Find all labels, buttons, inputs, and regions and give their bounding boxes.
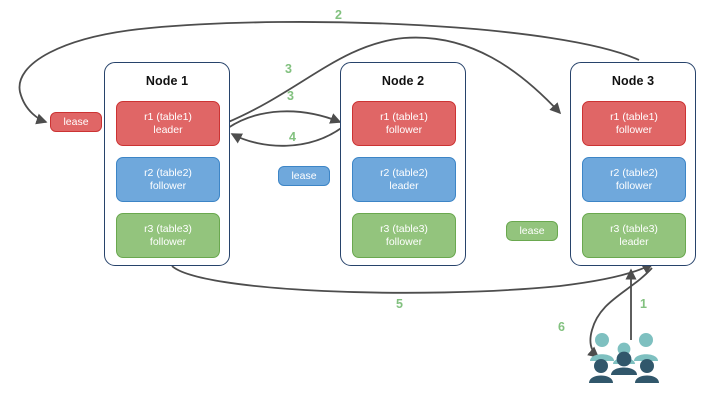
replica-node1-r2[interactable]: r2 (table2) follower <box>116 157 220 202</box>
replica-role: follower <box>385 123 423 136</box>
replica-node1-r1[interactable]: r1 (table1) leader <box>116 101 220 146</box>
replica-node3-r3[interactable]: r3 (table3) leader <box>582 213 686 258</box>
step-label-4: 4 <box>289 130 296 144</box>
replica-name: r2 (table2) <box>610 166 658 179</box>
arrow-step-4 <box>230 125 345 147</box>
node-title-node1: Node 1 <box>145 74 189 88</box>
lease-chip-green[interactable]: lease <box>506 221 558 241</box>
node-container-node2[interactable]: Node 2 r1 (table1) follower r2 (table2) … <box>340 62 466 266</box>
replica-name: r3 (table3) <box>380 222 428 235</box>
replica-node3-r2[interactable]: r2 (table2) follower <box>582 157 686 202</box>
users-front-row <box>589 351 659 383</box>
replica-role: follower <box>385 235 423 248</box>
node-title-node3: Node 3 <box>611 74 655 88</box>
replica-role: follower <box>615 179 653 192</box>
step-label-6: 6 <box>558 320 565 334</box>
replica-role: follower <box>149 235 187 248</box>
step-label-3-upper: 3 <box>285 62 292 76</box>
replica-node3-r1[interactable]: r1 (table1) follower <box>582 101 686 146</box>
node-container-node1[interactable]: Node 1 r1 (table1) leader r2 (table2) fo… <box>104 62 230 266</box>
replica-role: leader <box>153 123 183 136</box>
replica-name: r1 (table1) <box>610 110 658 123</box>
replica-role: follower <box>615 123 653 136</box>
step-label-2: 2 <box>335 8 342 22</box>
replica-name: r1 (table1) <box>144 110 192 123</box>
step-label-1: 1 <box>640 297 647 311</box>
replica-name: r2 (table2) <box>144 166 192 179</box>
arrow-step-3-lower <box>227 110 342 129</box>
lease-chip-blue[interactable]: lease <box>278 166 330 186</box>
replica-name: r1 (table1) <box>380 110 428 123</box>
replica-name: r2 (table2) <box>380 166 428 179</box>
step-label-5: 5 <box>396 297 403 311</box>
arrow-step-5 <box>171 263 654 294</box>
replica-role: leader <box>389 179 419 192</box>
replica-node2-r1[interactable]: r1 (table1) follower <box>352 101 456 146</box>
replica-node2-r3[interactable]: r3 (table3) follower <box>352 213 456 258</box>
lease-chip-red[interactable]: lease <box>50 112 102 132</box>
replica-node1-r3[interactable]: r3 (table3) follower <box>116 213 220 258</box>
node-container-node3[interactable]: Node 3 r1 (table1) follower r2 (table2) … <box>570 62 696 266</box>
users-group-icon <box>589 333 659 383</box>
replica-name: r3 (table3) <box>144 222 192 235</box>
node-title-node2: Node 2 <box>381 74 425 88</box>
replica-name: r3 (table3) <box>610 222 658 235</box>
replica-role: leader <box>619 235 649 248</box>
replica-role: follower <box>149 179 187 192</box>
step-label-3-lower: 3 <box>287 89 294 103</box>
replica-node2-r2[interactable]: r2 (table2) leader <box>352 157 456 202</box>
